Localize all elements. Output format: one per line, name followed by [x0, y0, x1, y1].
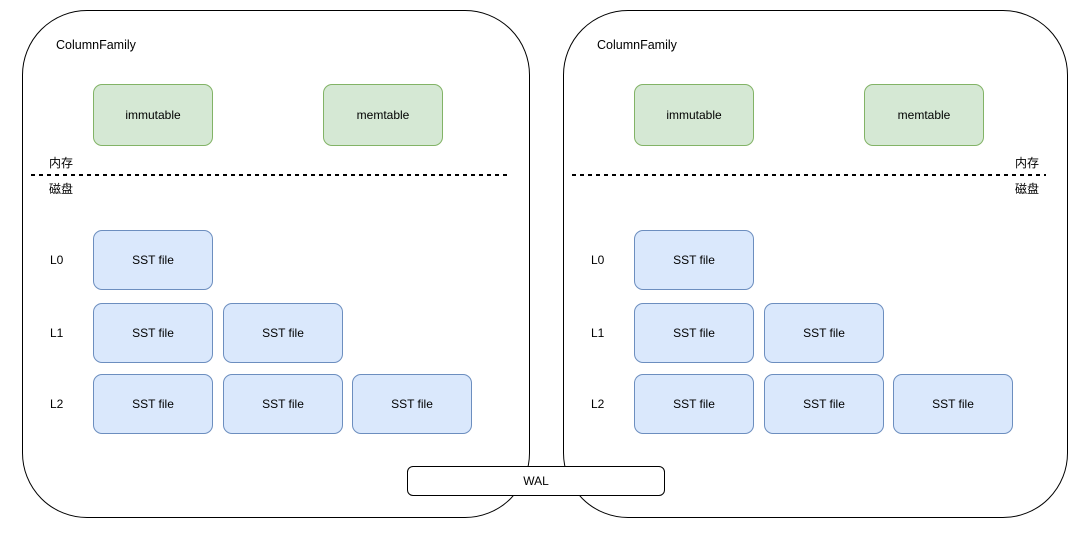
immutable-label: immutable — [666, 108, 722, 122]
memory-zone-label: 内存 — [49, 156, 74, 170]
memory-disk-divider — [572, 174, 1046, 176]
sst-file-label: SST file — [673, 253, 715, 267]
level-label-l1: L1 — [50, 326, 64, 340]
sst-file-box: SST file — [634, 303, 754, 363]
sst-file-box: SST file — [893, 374, 1013, 434]
sst-file-label: SST file — [673, 397, 715, 411]
memory-disk-divider — [31, 174, 508, 176]
sst-file-box: SST file — [93, 303, 213, 363]
level-label-l2: L2 — [50, 397, 64, 411]
immutable-label: immutable — [125, 108, 181, 122]
memtable-box: memtable — [864, 84, 984, 146]
sst-file-box: SST file — [634, 230, 754, 290]
memtable-label: memtable — [897, 108, 951, 122]
level-label-l0: L0 — [50, 253, 64, 267]
level-label-l0: L0 — [591, 253, 605, 267]
sst-file-box: SST file — [93, 374, 213, 434]
wal-label: WAL — [523, 474, 549, 488]
sst-file-label: SST file — [803, 326, 845, 340]
column-family-container-right: ColumnFamily immutable memtable 内存 磁盘 L0… — [563, 10, 1068, 518]
sst-file-box: SST file — [764, 303, 884, 363]
level-label-l1: L1 — [591, 326, 605, 340]
sst-file-label: SST file — [132, 397, 174, 411]
immutable-box: immutable — [634, 84, 754, 146]
sst-file-label: SST file — [132, 326, 174, 340]
sst-file-label: SST file — [132, 253, 174, 267]
disk-zone-label: 磁盘 — [1014, 182, 1039, 196]
column-family-title: ColumnFamily — [597, 38, 677, 52]
disk-zone-label: 磁盘 — [49, 182, 74, 196]
sst-file-box: SST file — [93, 230, 213, 290]
sst-file-box: SST file — [764, 374, 884, 434]
sst-file-label: SST file — [803, 397, 845, 411]
sst-file-box: SST file — [223, 303, 343, 363]
sst-file-label: SST file — [262, 397, 304, 411]
memory-zone-label: 内存 — [1014, 156, 1039, 170]
sst-file-box: SST file — [223, 374, 343, 434]
memtable-box: memtable — [323, 84, 443, 146]
sst-file-label: SST file — [262, 326, 304, 340]
immutable-box: immutable — [93, 84, 213, 146]
level-label-l2: L2 — [591, 397, 605, 411]
sst-file-label: SST file — [932, 397, 974, 411]
sst-file-box: SST file — [634, 374, 754, 434]
sst-file-label: SST file — [673, 326, 715, 340]
column-family-container-left: ColumnFamily immutable memtable 内存 磁盘 L0… — [22, 10, 530, 518]
sst-file-label: SST file — [391, 397, 433, 411]
wal-box: WAL — [407, 466, 665, 496]
memtable-label: memtable — [356, 108, 410, 122]
column-family-title: ColumnFamily — [56, 38, 136, 52]
sst-file-box: SST file — [352, 374, 472, 434]
